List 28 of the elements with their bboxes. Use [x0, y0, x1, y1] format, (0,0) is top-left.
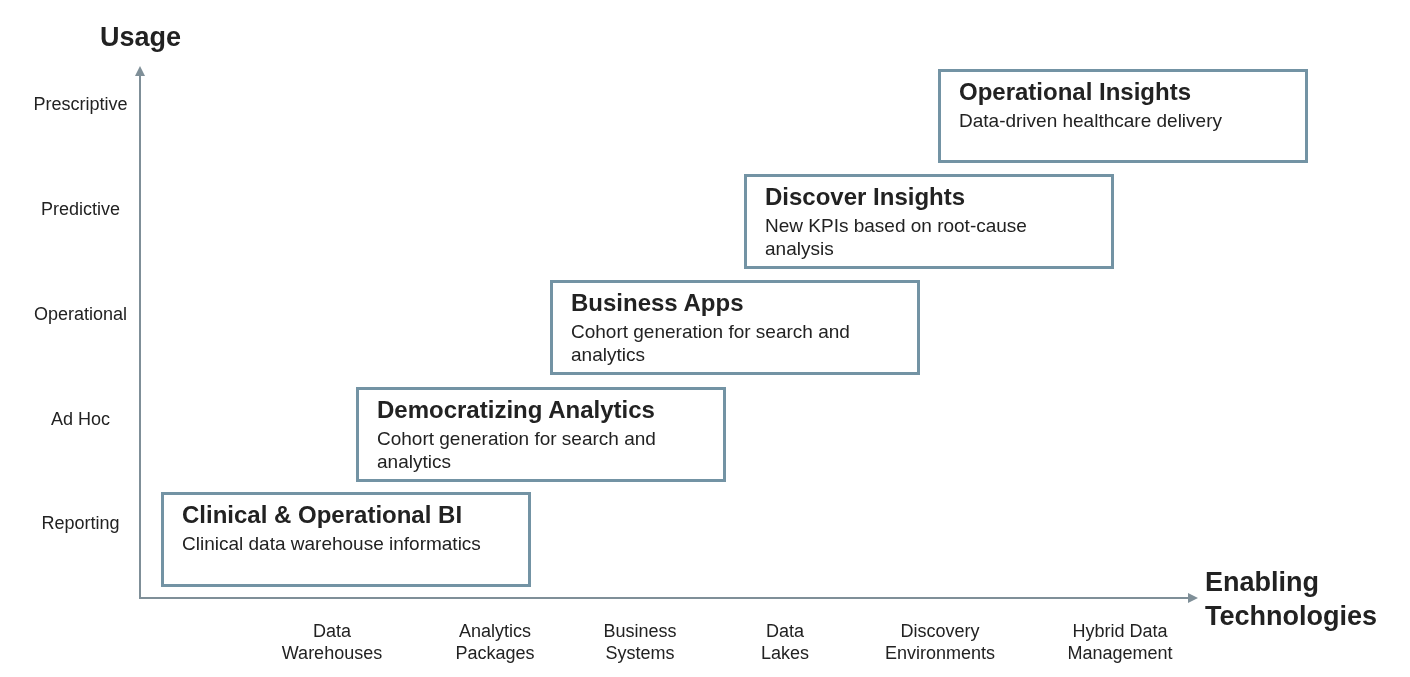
- usage-level-label: Operational: [32, 303, 129, 325]
- stage-description: Clinical data warehouse informatics: [182, 532, 482, 555]
- stage-description: Cohort generation for search and analytics: [377, 427, 657, 473]
- stage-box: [356, 387, 726, 482]
- usage-level-label: Prescriptive: [32, 93, 129, 115]
- technology-label: Discovery Environments: [883, 620, 997, 664]
- stage-description: New KPIs based on root-cause analysis: [765, 214, 1028, 260]
- stage-box: [550, 280, 920, 375]
- technology-label: Data Lakes: [759, 620, 810, 664]
- usage-level-label: Ad Hoc: [50, 408, 111, 430]
- stage-box: [938, 69, 1308, 163]
- usage-level-label: Reporting: [40, 512, 121, 534]
- stage-heading: Democratizing Analytics: [377, 396, 656, 424]
- stage-box: [161, 492, 531, 587]
- stage-heading: Clinical & Operational BI: [182, 501, 464, 529]
- usage-level-label: Predictive: [40, 198, 121, 220]
- axis-title: Enabling Technologies: [1205, 566, 1379, 633]
- stage-box: [744, 174, 1114, 269]
- axis-title: Usage: [100, 21, 183, 54]
- technology-label: Analytics Packages: [454, 620, 536, 664]
- technology-label: Hybrid Data Management: [1066, 620, 1174, 664]
- stage-description: Data-driven healthcare delivery: [959, 109, 1223, 132]
- stage-heading: Discover Insights: [765, 183, 967, 211]
- technology-label: Data Warehouses: [280, 620, 384, 664]
- stage-heading: Business Apps: [571, 289, 745, 317]
- stage-description: Cohort generation for search and analytics: [571, 320, 851, 366]
- technology-label: Business Systems: [602, 620, 678, 664]
- stage-heading: Operational Insights: [959, 78, 1193, 106]
